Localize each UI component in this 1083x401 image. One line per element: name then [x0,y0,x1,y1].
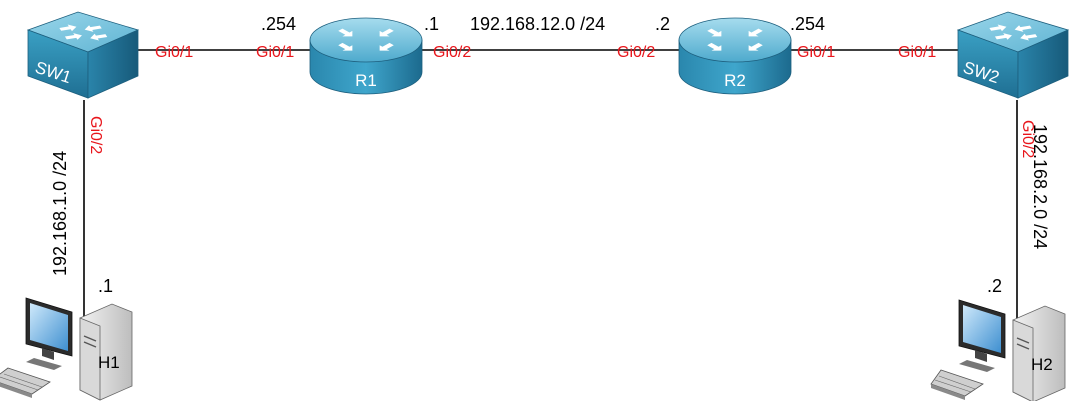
workstation-icon [930,299,1066,401]
router-r2[interactable]: R2 [678,17,792,95]
h1-label: H1 [98,353,120,372]
r2-g01-address: .254 [790,14,825,34]
sw2-port-gi0-2: Gi0/2 [1019,120,1036,158]
r2-port-gi0-1: Gi0/1 [797,44,835,61]
r1-g01-address: .254 [261,14,296,34]
r1-label: R1 [355,71,377,90]
r2-label: R2 [724,71,746,90]
network-r1-r2: 192.168.12.0 /24 [470,14,605,34]
switch-sw1[interactable]: SW1 [26,11,140,99]
switch-icon [956,11,1070,99]
host-h1[interactable]: H1 [0,297,133,401]
r2-g02-address: .2 [655,14,670,34]
router-icon [309,17,423,95]
h2-label: H2 [1031,355,1053,374]
router-r1[interactable]: R1 [309,17,423,95]
switch-icon [26,11,140,99]
switch-sw2[interactable]: SW2 [956,11,1070,99]
r1-g02-address: .1 [424,14,439,34]
h1-address: .1 [98,276,113,296]
links [83,49,1018,320]
h2-address: .2 [987,276,1002,296]
workstation-icon [0,297,133,401]
r1-port-gi0-1: Gi0/1 [256,44,294,61]
network-sw2-h2: 192.168.2.0 /24 [1030,124,1050,249]
router-icon [678,17,792,95]
r2-port-gi0-2: Gi0/2 [617,44,655,61]
r1-port-gi0-2: Gi0/2 [433,44,471,61]
sw1-port-gi0-1: Gi0/1 [155,44,193,61]
network-sw1-h1: 192.168.1.0 /24 [50,151,70,276]
sw2-port-gi0-1: Gi0/1 [898,44,936,61]
host-h2[interactable]: H2 [930,299,1066,401]
sw1-port-gi0-2: Gi0/2 [87,116,104,154]
